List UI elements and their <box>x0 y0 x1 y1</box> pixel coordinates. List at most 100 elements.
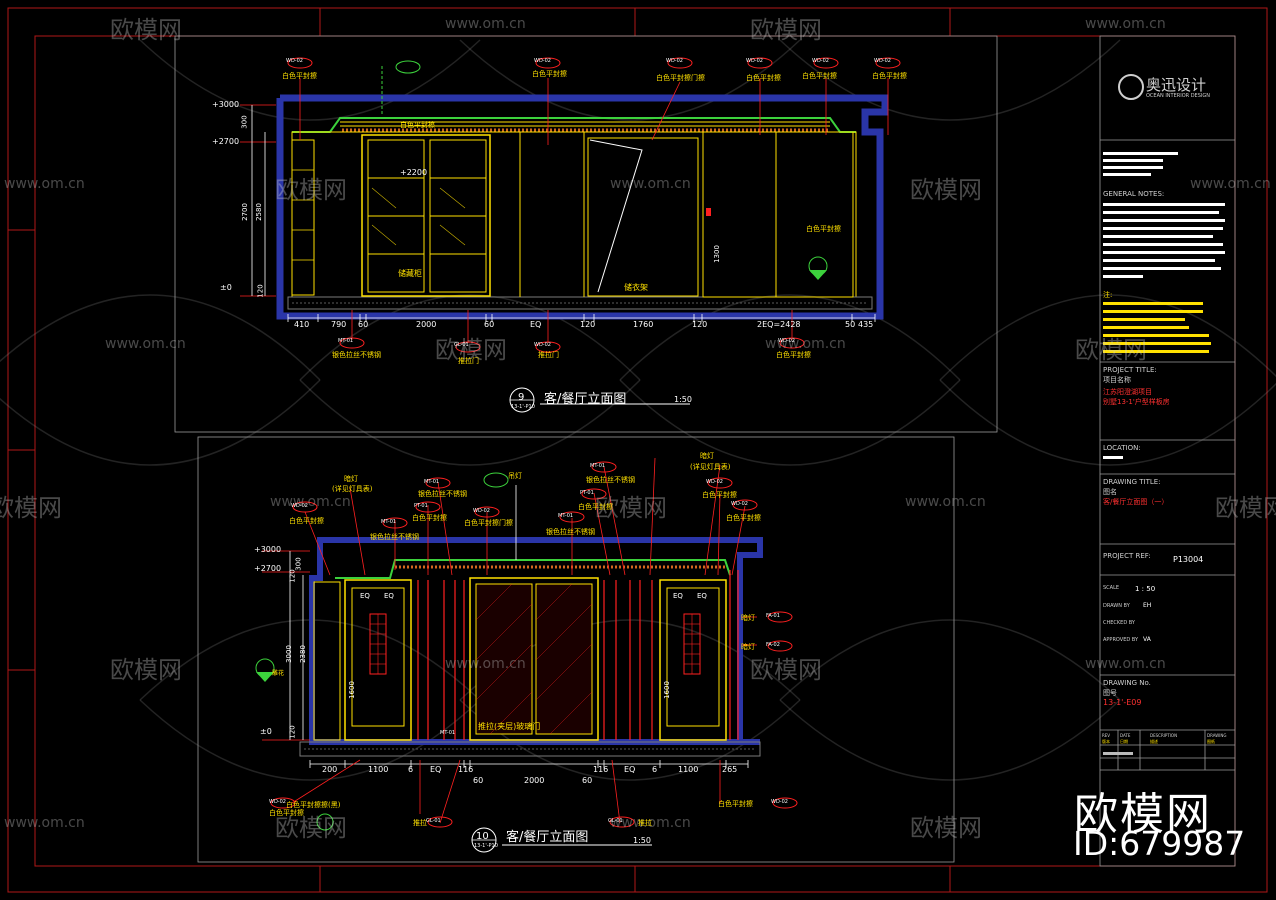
lower-level-3000: +3000 <box>254 545 282 554</box>
watermark-url: www.om.cn <box>610 815 691 831</box>
lower-label: 白色平封擦 <box>718 800 753 808</box>
drawing-no-value: 13-1'-E09 <box>1103 698 1142 707</box>
upper-hdim: 50 <box>845 320 856 329</box>
rev-header: DRAWING <box>1207 733 1227 738</box>
project-title-cn: 项目名称 <box>1103 376 1131 384</box>
upper-level-3000: +3000 <box>212 100 240 109</box>
watermark-url: www.om.cn <box>4 176 85 192</box>
lower-elevation <box>255 457 798 853</box>
lower-vdim: 1600 <box>662 681 671 699</box>
redacted-text-bars <box>1103 152 1225 755</box>
lower-vdim: 120 <box>288 725 297 739</box>
upper-vdim-120: 120 <box>256 284 265 298</box>
watermark-logo: 欧模网 <box>110 16 182 44</box>
watermark-logo: 欧模网 <box>750 656 822 684</box>
drawing-no-label: DRAWING No. <box>1103 679 1151 687</box>
rev-header: DATE <box>1120 733 1131 738</box>
upper-vdim-2200: +2200 <box>400 168 428 177</box>
upper-label: 白色平封擦 <box>776 351 811 359</box>
lower-label: 白色平封擦 <box>702 491 737 499</box>
lower-label: 白色平封擦 <box>412 514 447 522</box>
lower-drawing-title: 客/餐厅立面图 <box>506 830 589 845</box>
lower-vdim: 3000 <box>284 645 293 663</box>
upper-tag: WD-02 <box>666 58 683 64</box>
project-line: 江苏阳澄湖项目 <box>1103 388 1152 396</box>
lower-hdim: 1100 <box>678 765 699 774</box>
lower-level-2700: +2700 <box>254 564 282 573</box>
upper-label: 白色平封擦门擦 <box>656 74 705 82</box>
watermark-logo: 欧模网 <box>435 336 507 364</box>
lower-hdim: 6 <box>652 765 658 774</box>
upper-drawing-title: 客/餐厅立面图 <box>544 392 627 407</box>
lower-eq: EQ <box>384 592 394 600</box>
lower-tag: WD-02 <box>706 479 723 485</box>
scale-label: SCALE <box>1103 585 1120 591</box>
upper-label: 推拉门 <box>458 357 479 365</box>
lower-tag: WD-02 <box>269 799 286 805</box>
lower-hdim: 1100 <box>368 765 389 774</box>
upper-tag: GL-01 <box>454 342 469 348</box>
upper-hdim: EQ <box>530 320 542 329</box>
upper-vdim-2700: 2700 <box>240 203 249 221</box>
upper-vdim-1300: 1300 <box>712 245 721 263</box>
watermark-logo: 欧模网 <box>275 814 347 842</box>
company-logo-icon <box>1118 74 1144 100</box>
upper-label: 储藏柜 <box>398 269 422 278</box>
lower-label: 银色拉丝不锈钢 <box>586 476 635 484</box>
lower-tag: PT-01 <box>414 503 428 509</box>
upper-hdim: 2EQ=2428 <box>757 320 801 329</box>
watermark-logo: 欧模网 <box>110 656 182 684</box>
company-name-cn: 奥迅设计 <box>1146 76 1207 94</box>
upper-tag: MT-01 <box>338 338 354 344</box>
watermark-logo: 欧模网 <box>275 176 347 204</box>
lower-viewport-frame <box>197 436 955 863</box>
upper-drawing-number: 9 <box>518 392 525 403</box>
lower-label: 暗灯 <box>741 614 755 622</box>
watermark-url: www.om.cn <box>105 336 186 352</box>
drawing-title-cn: 图名 <box>1103 488 1117 496</box>
upper-tag: WD-02 <box>534 342 551 348</box>
lower-vdim: 1600 <box>347 681 356 699</box>
lower-label: 银色拉丝不锈钢 <box>370 533 419 541</box>
lower-label: 推拉 <box>413 819 427 827</box>
lower-hdim: 265 <box>722 765 738 774</box>
lower-hdim: 116 <box>458 765 474 774</box>
lower-label: 雕花 <box>272 670 285 677</box>
lower-tag: WD-02 <box>473 508 490 514</box>
lower-tag: WD-02 <box>731 501 748 507</box>
upper-vdim-2580: 2580 <box>254 203 263 221</box>
watermark-url: www.om.cn <box>1085 16 1166 32</box>
lower-hdim: EQ <box>624 765 636 774</box>
lower-label: 白色平封擦擦(黑) <box>286 801 341 809</box>
drawn-by-value: EH <box>1143 602 1152 609</box>
upper-label: 白色平封擦 <box>872 72 907 80</box>
upper-label: 白色平封擦 <box>282 72 317 80</box>
corner-watermark-logo: 欧模网 <box>1074 789 1212 840</box>
watermark-url: www.om.cn <box>4 815 85 831</box>
upper-hdim: 1760 <box>633 320 654 329</box>
lower-tag: MT-01 <box>440 730 456 736</box>
upper-hdim: 435 <box>858 320 874 329</box>
lower-drawing-scale: 1:50 <box>633 836 651 845</box>
upper-hdim: 60 <box>484 320 495 329</box>
upper-hdim: 120 <box>692 320 708 329</box>
upper-level-zero: ±0 <box>220 283 232 292</box>
upper-tag: WD-02 <box>778 338 795 344</box>
watermark-logo: 欧模网 <box>595 494 667 522</box>
drawn-by-label: DRAWN BY <box>1103 603 1130 609</box>
location-label: LOCATION: <box>1103 444 1141 452</box>
lower-label: 白色平封擦 <box>578 503 613 511</box>
drawing-title-label: DRAWING TITLE: <box>1103 478 1161 486</box>
lower-label: 白色平封擦 <box>726 514 761 522</box>
lower-label: 白色平封擦门擦 <box>464 519 513 527</box>
watermark-url: www.om.cn <box>765 336 846 352</box>
watermark-logo: 欧模网 <box>910 814 982 842</box>
watermark-arcs <box>0 39 1276 781</box>
watermark-logo: 欧模网 <box>1075 336 1147 364</box>
lower-label: 白色平封擦 <box>269 809 304 817</box>
lower-label: (详见灯具表) <box>690 463 731 471</box>
company-name-en: OCEAN INTERIOR DESIGN <box>1146 93 1210 99</box>
rev-header-cn: 描述 <box>1150 739 1158 744</box>
rev-header-cn: 日期 <box>1120 739 1128 744</box>
lower-hdim: 200 <box>322 765 338 774</box>
